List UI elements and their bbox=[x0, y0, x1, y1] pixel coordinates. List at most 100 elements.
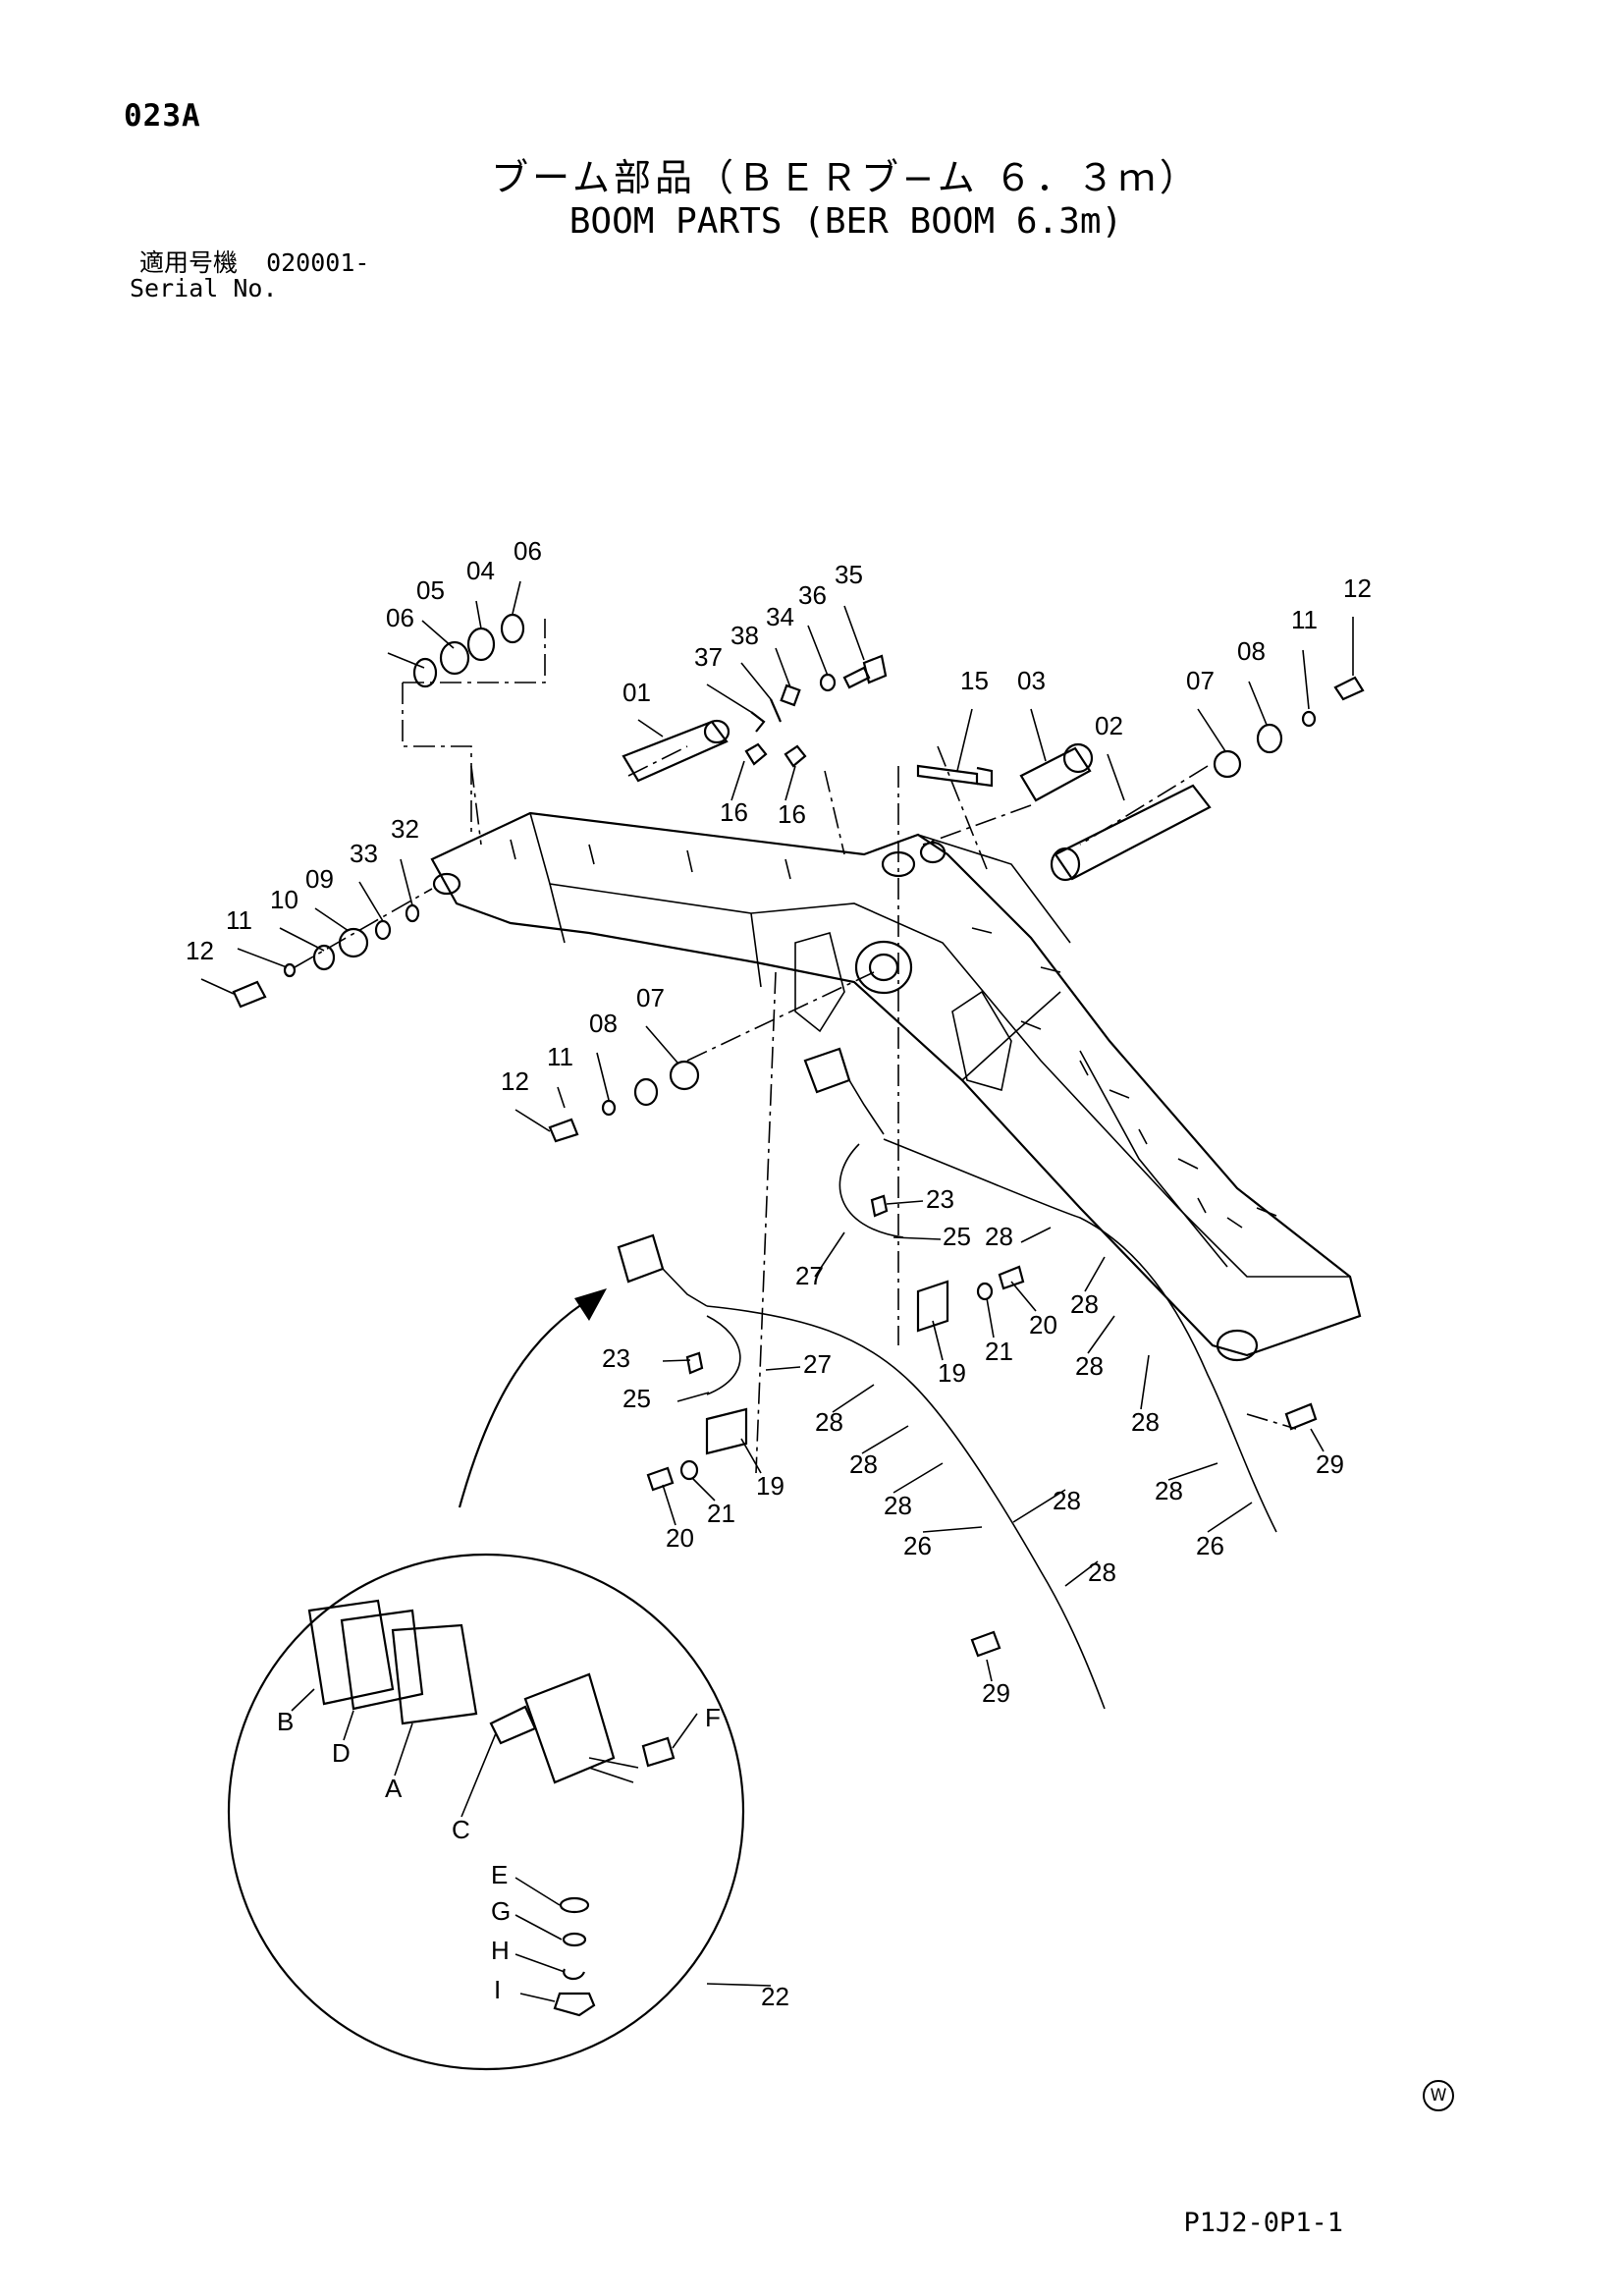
callout-leader-line bbox=[645, 1025, 678, 1064]
part-callout-07: 07 bbox=[1186, 666, 1215, 695]
serial-label-japanese: 適用号機 bbox=[139, 248, 239, 277]
callout-leader-line bbox=[1167, 1462, 1218, 1481]
callout-leader-line bbox=[1107, 753, 1125, 801]
work-light-lower bbox=[617, 1233, 1106, 1710]
part-callout-26: 26 bbox=[903, 1531, 932, 1560]
part-callout-03: 03 bbox=[1017, 666, 1046, 695]
part-callout-05: 05 bbox=[416, 575, 445, 605]
pin-01 bbox=[622, 719, 730, 783]
callout-leader-line bbox=[1064, 1560, 1099, 1587]
part-callout-10: 10 bbox=[270, 885, 298, 914]
page-id: 023A bbox=[124, 98, 201, 134]
part-callout-32: 32 bbox=[391, 814, 419, 844]
part-callout-b: B bbox=[277, 1707, 294, 1736]
serial-info: 適用号機 020001- Serial No. bbox=[130, 248, 370, 301]
pin-15-03-02 bbox=[916, 742, 1212, 882]
callout-leader-line bbox=[662, 1484, 676, 1526]
callout-leader-line bbox=[358, 881, 384, 922]
part-callout-i: I bbox=[494, 1975, 501, 2004]
page-title-japanese: ブーム部品（ＢＥＲブ−ム ６．３ｍ） bbox=[491, 156, 1201, 199]
callout-leader-line bbox=[343, 1710, 354, 1741]
callout-leader-line bbox=[1030, 708, 1047, 762]
callout-leader-line bbox=[775, 647, 791, 688]
part-callout-21: 21 bbox=[985, 1337, 1013, 1366]
part-callout-11: 11 bbox=[1291, 605, 1318, 634]
part-callout-27: 27 bbox=[803, 1349, 832, 1379]
pin-end-right bbox=[1213, 676, 1365, 779]
callout-leader-line bbox=[1207, 1502, 1253, 1533]
part-callout-16: 16 bbox=[720, 797, 748, 827]
callout-leader-line bbox=[861, 1425, 909, 1454]
callout-leader-line bbox=[519, 1993, 556, 2002]
part-callout-e: E bbox=[491, 1860, 508, 1889]
callout-leader-line bbox=[1302, 649, 1310, 710]
part-callout-d: D bbox=[332, 1738, 351, 1768]
callout-leader-line bbox=[765, 1366, 801, 1371]
callout-leader-line bbox=[394, 1722, 413, 1777]
callout-leader-line bbox=[740, 662, 772, 700]
callout-leader-line bbox=[784, 765, 796, 801]
detail-arrow bbox=[458, 1288, 607, 1508]
callout-leader-line bbox=[662, 1359, 691, 1362]
detail-circle bbox=[227, 1553, 745, 2071]
callout-leader-line bbox=[1248, 681, 1268, 726]
callout-leaders bbox=[200, 580, 1354, 2002]
callout-leader-line bbox=[387, 652, 425, 669]
boom-body bbox=[430, 811, 1362, 1362]
washer-group-top-left bbox=[412, 613, 525, 688]
part-callout-29: 29 bbox=[1316, 1449, 1344, 1479]
drawing-code: P1J2-0P1-1 bbox=[1183, 2208, 1343, 2238]
callout-leader-line bbox=[1310, 1428, 1325, 1452]
callout-leader-line bbox=[740, 1438, 762, 1474]
callout-leader-line bbox=[279, 927, 325, 952]
callout-leader-line bbox=[1197, 708, 1226, 752]
part-callout-28: 28 bbox=[1075, 1351, 1104, 1381]
callout-leader-line bbox=[706, 683, 752, 713]
callout-leader-line bbox=[893, 1462, 944, 1494]
part-callout-28: 28 bbox=[1131, 1407, 1160, 1437]
callout-leader-line bbox=[512, 580, 521, 615]
callout-leader-line bbox=[706, 1983, 772, 1987]
part-callout-21: 21 bbox=[707, 1499, 735, 1528]
part-callout-33: 33 bbox=[350, 839, 378, 868]
part-callout-08: 08 bbox=[589, 1009, 618, 1038]
part-callout-26: 26 bbox=[1196, 1531, 1224, 1560]
callout-leader-line bbox=[922, 1526, 983, 1533]
callout-leader-line bbox=[893, 1236, 942, 1240]
part-callout-01: 01 bbox=[622, 678, 651, 707]
part-callout-28: 28 bbox=[849, 1449, 878, 1479]
part-callout-16: 16 bbox=[778, 799, 806, 829]
pin-end-center bbox=[548, 1060, 700, 1143]
callout-leader-line bbox=[400, 858, 413, 906]
callout-leader-line bbox=[514, 1914, 563, 1941]
part-callout-25: 25 bbox=[943, 1222, 971, 1251]
callout-leader-line bbox=[1012, 1489, 1066, 1523]
callout-leader-line bbox=[1020, 1227, 1052, 1243]
callout-leader-line bbox=[676, 1392, 710, 1402]
callout-leader-line bbox=[291, 1688, 315, 1712]
callout-leader-line bbox=[1084, 1256, 1106, 1292]
part-callout-02: 02 bbox=[1095, 711, 1123, 740]
part-callout-12: 12 bbox=[186, 936, 214, 965]
part-callout-08: 08 bbox=[1237, 636, 1266, 666]
part-callout-22: 22 bbox=[761, 1982, 789, 2011]
part-callout-06: 06 bbox=[386, 603, 414, 632]
page-title-english: BOOM PARTS (BER BOOM 6.3m) bbox=[568, 201, 1123, 242]
part-callout-27: 27 bbox=[795, 1261, 824, 1290]
part-callout-25: 25 bbox=[622, 1384, 651, 1413]
serial-label-english: Serial No. bbox=[130, 274, 278, 302]
part-callout-28: 28 bbox=[1088, 1558, 1116, 1587]
callout-leader-line bbox=[932, 1320, 944, 1361]
serial-range: 020001- bbox=[266, 248, 370, 277]
work-light-upper bbox=[803, 1047, 1277, 1533]
part-callout-29: 29 bbox=[982, 1678, 1010, 1708]
part-callout-23: 23 bbox=[926, 1184, 954, 1214]
bolt-lock-group-top bbox=[744, 654, 888, 768]
part-callout-c: C bbox=[452, 1815, 470, 1844]
part-callout-28: 28 bbox=[1155, 1476, 1183, 1505]
part-callout-19: 19 bbox=[756, 1471, 784, 1501]
callout-leader-line bbox=[596, 1052, 610, 1101]
callout-leader-line bbox=[475, 600, 482, 629]
